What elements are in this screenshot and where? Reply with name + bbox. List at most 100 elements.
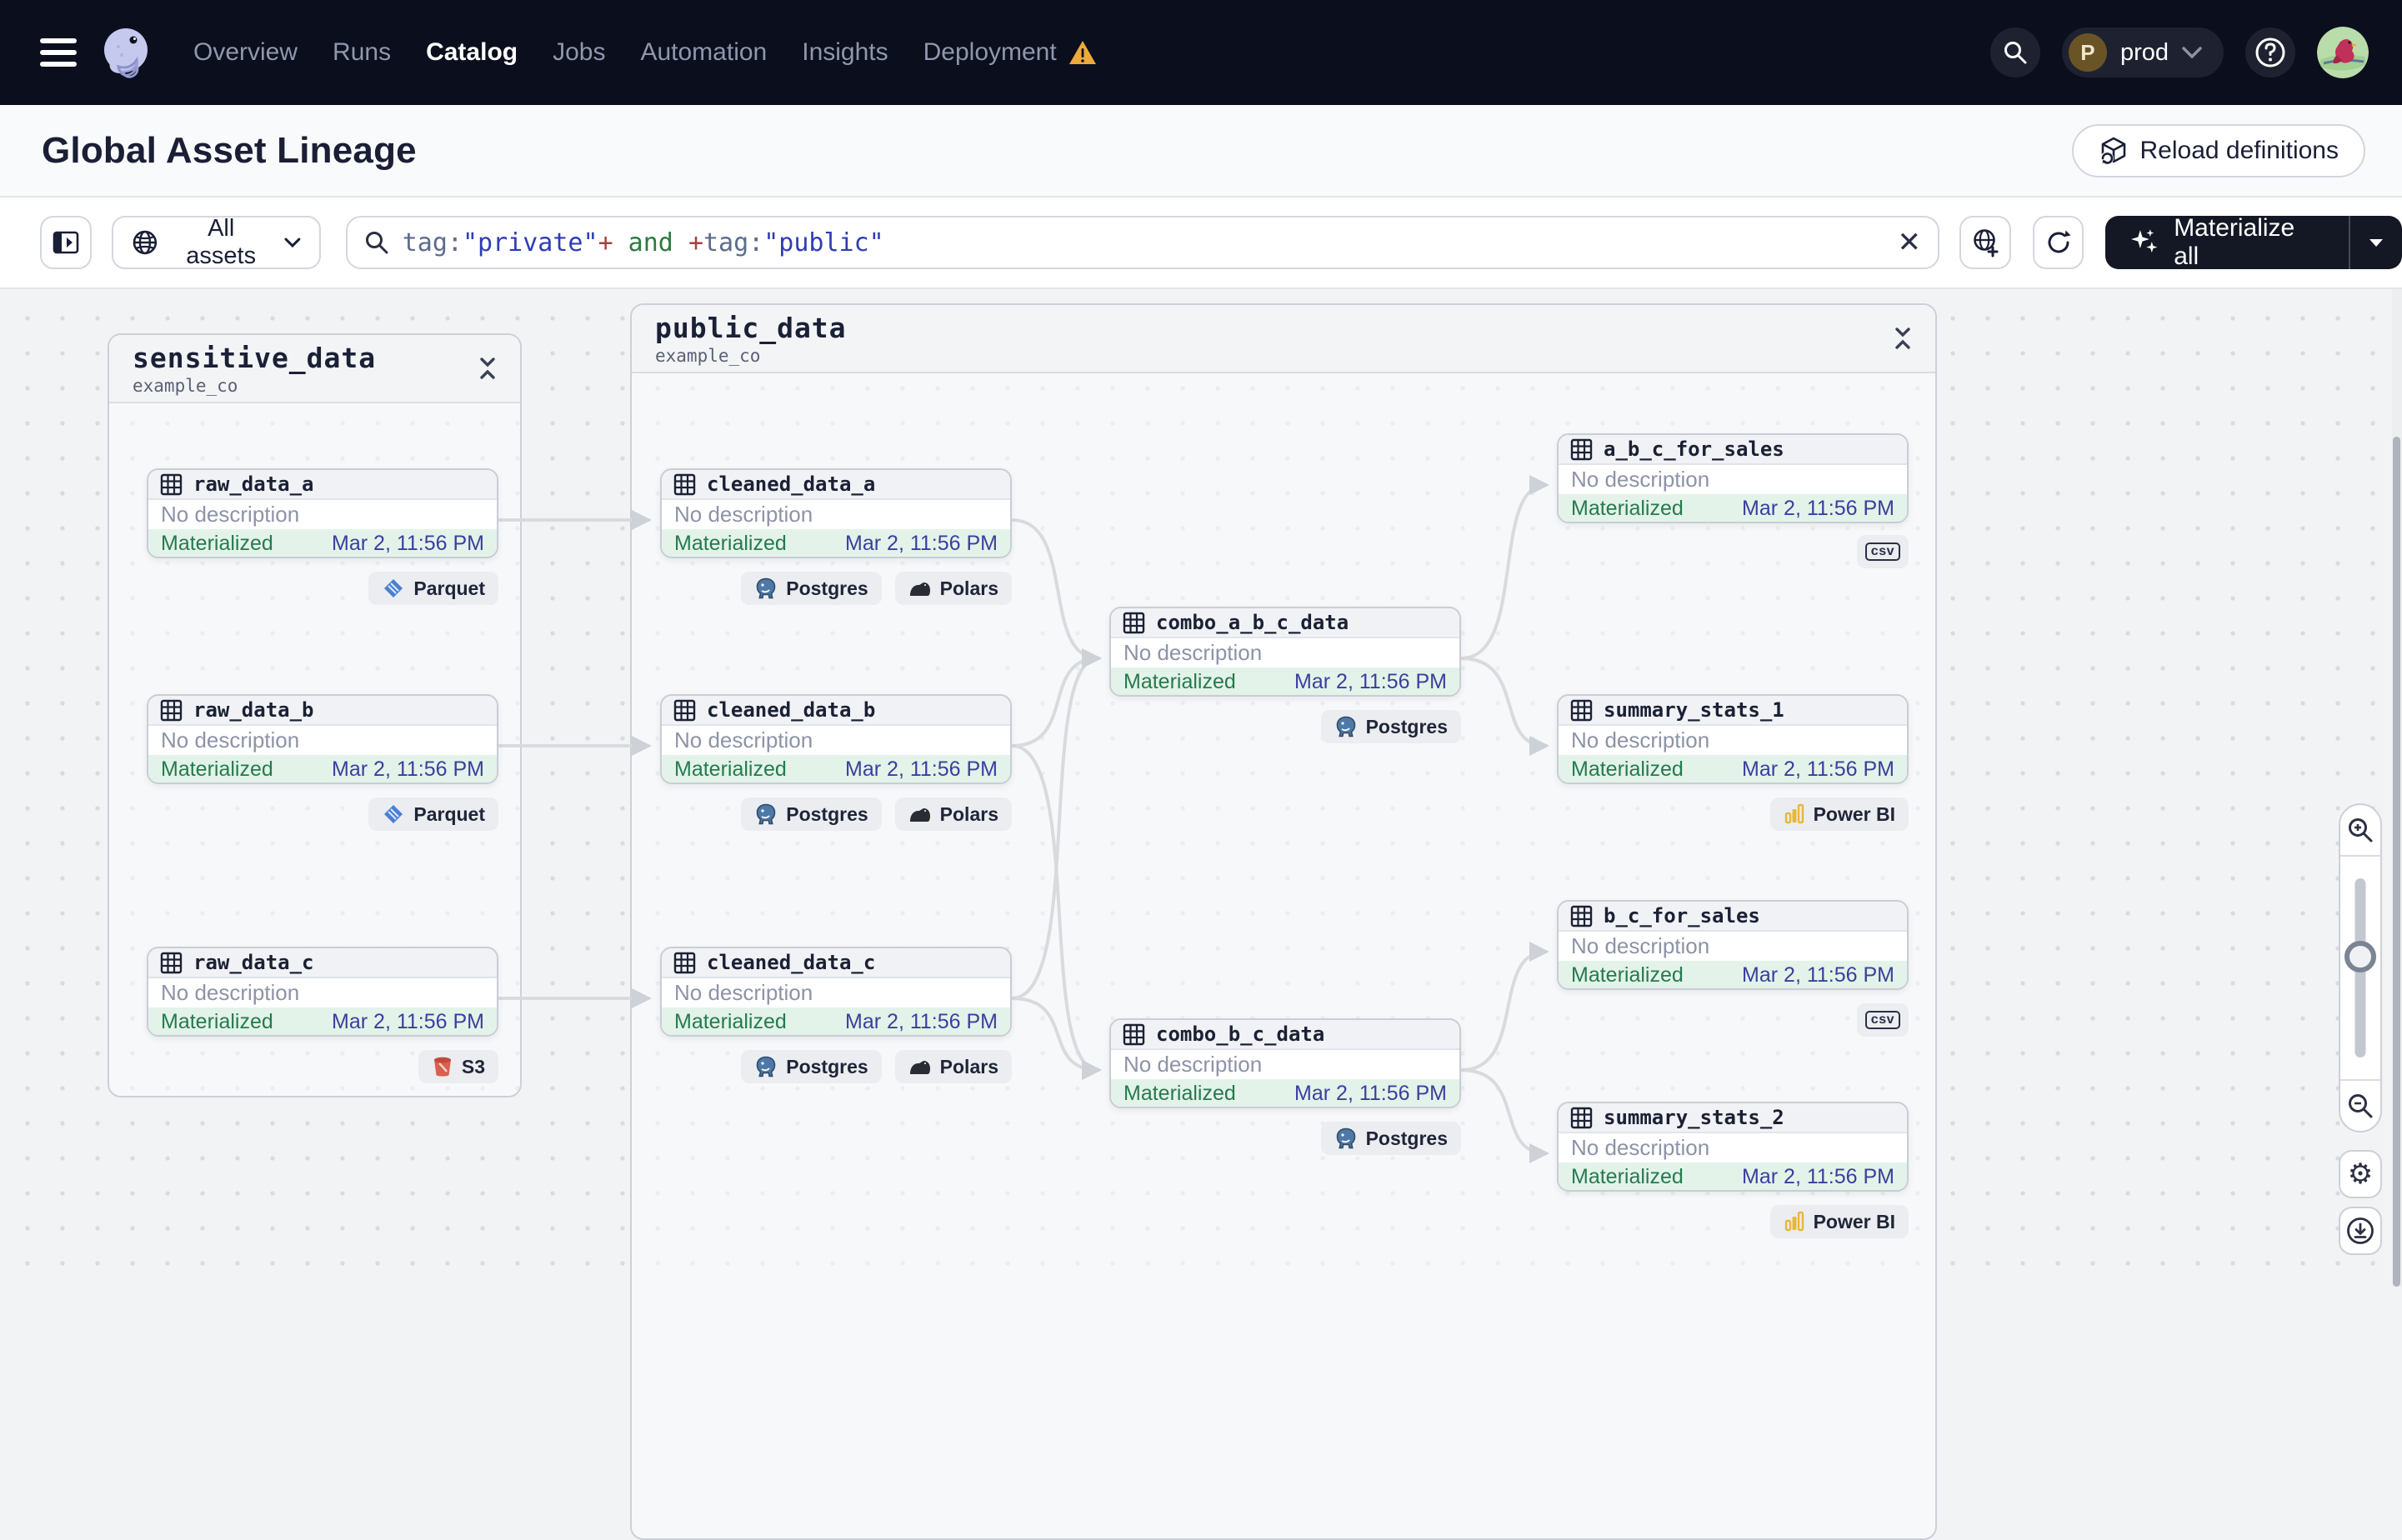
group-header[interactable]: public_data example_co [632, 305, 1935, 373]
asset-status-row: Materialized Mar 2, 11:56 PM [662, 1008, 1010, 1035]
asset-node-cleaned-data-c[interactable]: cleaned_data_c No description Materializ… [660, 947, 1012, 1037]
asset-header: cleaned_data_b [662, 696, 1010, 726]
asset-node-raw-data-c[interactable]: raw_data_c No description Materialized M… [147, 947, 498, 1037]
materialize-all-button[interactable]: Materialize all [2105, 216, 2402, 269]
help-button[interactable] [2245, 28, 2295, 78]
asset-scope-dropdown[interactable]: All assets [111, 215, 321, 269]
dagster-logo-icon[interactable] [98, 25, 153, 80]
materialization-timestamp[interactable]: Mar 2, 11:56 PM [1742, 1165, 1894, 1188]
status-badge: Materialized [161, 758, 273, 781]
kind-tag-postgres[interactable]: Postgres [1320, 1122, 1461, 1155]
table-icon [1570, 699, 1593, 721]
nav-item-catalog[interactable]: Catalog [426, 38, 518, 66]
toggle-sidebar-button[interactable] [40, 216, 92, 269]
group-header[interactable]: sensitive_data example_co [109, 335, 520, 403]
zoom-out-icon [2349, 1094, 2373, 1118]
nav-item-overview[interactable]: Overview [193, 38, 298, 66]
materialization-timestamp[interactable]: Mar 2, 11:56 PM [845, 758, 998, 781]
globe-icon [133, 230, 157, 255]
menu-icon[interactable] [40, 38, 77, 67]
asset-status-row: Materialized Mar 2, 11:56 PM [662, 755, 1010, 782]
graph-settings-button[interactable]: ⚙ [2339, 1150, 2382, 1198]
parquet-icon [384, 579, 403, 598]
kind-tag-postgres[interactable]: Postgres [1320, 710, 1461, 743]
reload-definitions-button[interactable]: Reload definitions [2071, 123, 2365, 178]
asset-status-row: Materialized Mar 2, 11:56 PM [148, 755, 497, 782]
user-avatar[interactable] [2317, 27, 2369, 78]
lineage-canvas[interactable]: sensitive_data example_co public_data ex… [0, 289, 2402, 1540]
asset-node-summary-stats-2[interactable]: summary_stats_2 No description Materiali… [1557, 1102, 1909, 1192]
asset-node-raw-data-b[interactable]: raw_data_b No description Materialized M… [147, 694, 498, 784]
asset-node-a-b-c-for-sales[interactable]: a_b_c_for_sales No description Materiali… [1557, 433, 1909, 523]
asset-status-row: Materialized Mar 2, 11:56 PM [1559, 494, 1907, 522]
asset-node-cleaned-data-a[interactable]: cleaned_data_a No description Materializ… [660, 468, 1012, 558]
zoom-slider-handle[interactable] [2344, 941, 2376, 973]
nav-item-deployment[interactable]: Deployment [923, 38, 1097, 67]
asset-node-raw-data-a[interactable]: raw_data_a No description Materialized M… [147, 468, 498, 558]
kind-tag-s3[interactable]: S3 [418, 1050, 498, 1083]
asset-status-row: Materialized Mar 2, 11:56 PM [662, 529, 1010, 557]
kind-tag-polars[interactable]: Polars [894, 1050, 1012, 1083]
kind-tag-parquet[interactable]: Parquet [368, 798, 498, 831]
group-name: sensitive_data [133, 341, 377, 374]
search-button[interactable] [1989, 28, 2040, 78]
kind-tag-csv[interactable]: csv [1856, 1003, 1909, 1037]
materialization-timestamp[interactable]: Mar 2, 11:56 PM [332, 1010, 484, 1033]
kind-tag-parquet[interactable]: Parquet [368, 572, 498, 605]
collapse-group-icon[interactable] [478, 357, 497, 380]
nav-item-automation[interactable]: Automation [640, 38, 768, 66]
asset-node-cleaned-data-b[interactable]: cleaned_data_b No description Materializ… [660, 694, 1012, 784]
clear-search-icon[interactable]: ✕ [1897, 227, 1922, 258]
materialization-timestamp[interactable]: Mar 2, 11:56 PM [1294, 670, 1447, 693]
materialization-timestamp[interactable]: Mar 2, 11:56 PM [332, 758, 484, 781]
asset-description: No description [148, 726, 497, 755]
zoom-in-button[interactable] [2340, 805, 2380, 855]
table-icon [1123, 1023, 1145, 1045]
asset-node-combo-a-b-c-data[interactable]: combo_a_b_c_data No description Material… [1109, 607, 1461, 697]
materialization-timestamp[interactable]: Mar 2, 11:56 PM [1742, 497, 1894, 520]
materialization-timestamp[interactable]: Mar 2, 11:56 PM [1294, 1082, 1447, 1105]
scrollbar-thumb[interactable] [2393, 437, 2400, 1287]
refresh-icon [2048, 230, 2071, 253]
parquet-icon [384, 805, 403, 823]
collapse-group-icon[interactable] [1894, 327, 1912, 350]
kind-tag-csv[interactable]: csv [1856, 535, 1909, 568]
chevron-down-icon [2182, 47, 2202, 58]
zoom-out-button[interactable] [2340, 1081, 2380, 1131]
kind-tag-postgres[interactable]: Postgres [741, 572, 882, 605]
materialization-timestamp[interactable]: Mar 2, 11:56 PM [1742, 758, 1894, 781]
asset-node-b-c-for-sales[interactable]: b_c_for_sales No description Materialize… [1557, 900, 1909, 990]
zoom-slider[interactable] [2340, 855, 2380, 1081]
status-badge: Materialized [674, 532, 787, 555]
new-catalog-view-button[interactable] [1959, 216, 2011, 269]
materialization-timestamp[interactable]: Mar 2, 11:56 PM [845, 1010, 998, 1033]
kind-tag-power-bi[interactable]: Power BI [1769, 1205, 1909, 1238]
kind-tags-row: S3 [147, 1050, 498, 1083]
asset-description: No description [1559, 932, 1907, 961]
materialize-options-button[interactable] [2350, 216, 2402, 269]
materialization-timestamp[interactable]: Mar 2, 11:56 PM [1742, 963, 1894, 987]
environment-switcher[interactable]: P prod [2061, 28, 2224, 78]
asset-node-combo-b-c-data[interactable]: combo_b_c_data No description Materializ… [1109, 1018, 1461, 1108]
nav-item-jobs[interactable]: Jobs [553, 38, 606, 66]
materialization-timestamp[interactable]: Mar 2, 11:56 PM [332, 532, 484, 555]
kind-tag-polars[interactable]: Polars [894, 798, 1012, 831]
asset-name: combo_b_c_data [1156, 1022, 1325, 1046]
nav-item-runs[interactable]: Runs [333, 38, 392, 66]
asset-node-summary-stats-1[interactable]: summary_stats_1 No description Materiali… [1557, 694, 1909, 784]
asset-search-input[interactable]: tag:"private"+ and +tag:"public" ✕ [345, 216, 1940, 269]
asset-header: combo_a_b_c_data [1111, 608, 1459, 638]
postgres-icon [1336, 716, 1355, 738]
asset-name: combo_a_b_c_data [1156, 611, 1349, 634]
kind-tag-postgres[interactable]: Postgres [741, 798, 882, 831]
vertical-scrollbar[interactable] [2392, 289, 2402, 1287]
download-image-button[interactable] [2339, 1207, 2382, 1255]
refresh-button[interactable] [2032, 216, 2084, 269]
materialization-timestamp[interactable]: Mar 2, 11:56 PM [845, 532, 998, 555]
top-nav: Overview Runs Catalog Jobs Automation In… [0, 0, 2402, 105]
asset-name: cleaned_data_c [707, 951, 876, 974]
nav-item-insights[interactable]: Insights [802, 38, 888, 66]
kind-tag-polars[interactable]: Polars [894, 572, 1012, 605]
kind-tag-postgres[interactable]: Postgres [741, 1050, 882, 1083]
kind-tag-power-bi[interactable]: Power BI [1769, 798, 1909, 831]
